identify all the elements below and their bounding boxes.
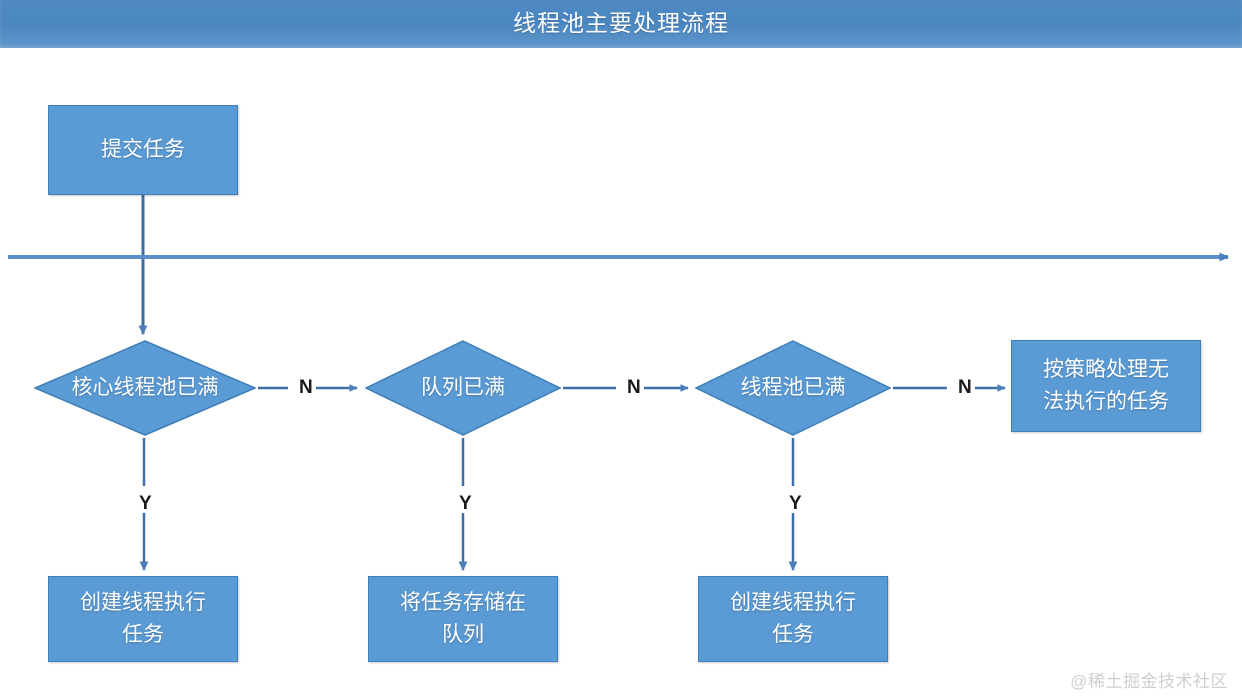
edge-label-pool-yes: Y — [786, 494, 805, 513]
title-bar: 线程池主要处理流程 — [0, 0, 1242, 48]
node-create-thread-2[interactable]: 创建线程执行 任务 — [698, 576, 888, 662]
edge-layer: queue-full --> pool-full --> reject --> … — [8, 195, 1230, 572]
node-queue-full[interactable]: 队列已满 — [365, 340, 561, 436]
diamond-shape — [34, 340, 256, 436]
edge-label-pool-no: N — [955, 378, 975, 397]
edge-label-core-yes: Y — [136, 494, 155, 513]
node-submit-task[interactable]: 提交任务 — [48, 105, 238, 195]
node-label: 队列已满 — [421, 376, 505, 399]
diamond-shape — [695, 340, 891, 436]
edge-label-core-no: N — [296, 378, 316, 397]
edge-label-queue-no: N — [624, 378, 644, 397]
node-reject-policy[interactable]: 按策略处理无 法执行的任务 — [1011, 340, 1201, 432]
watermark: @稀土掘金技术社区 — [1070, 672, 1228, 691]
node-create-thread-1[interactable]: 创建线程执行 任务 — [48, 576, 238, 662]
node-thread-pool-full[interactable]: 线程池已满 — [695, 340, 891, 436]
node-core-pool-full[interactable]: 核心线程池已满 — [34, 340, 256, 436]
diamond-shape — [365, 340, 561, 436]
node-label: 线程池已满 — [740, 376, 846, 399]
diagram-canvas: queue-full --> pool-full --> reject --> … — [0, 48, 1242, 700]
node-label: 核心线程池已满 — [71, 376, 219, 399]
page-title: 线程池主要处理流程 — [513, 10, 729, 36]
node-store-in-queue[interactable]: 将任务存储在 队列 — [368, 576, 558, 662]
edge-label-queue-yes: Y — [456, 494, 475, 513]
